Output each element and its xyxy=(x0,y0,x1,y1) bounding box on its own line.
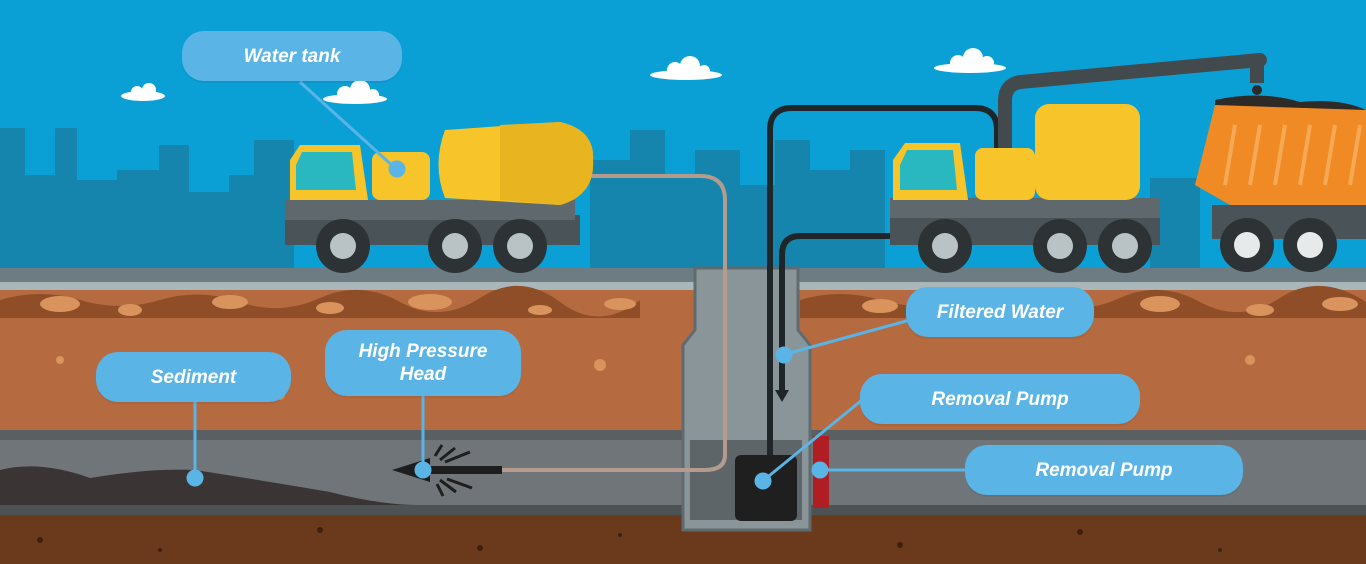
label-filtered-water: Filtered Water xyxy=(906,287,1094,337)
leader-lines xyxy=(186,80,965,490)
water-tank-truck xyxy=(285,122,594,273)
vacuum-truck xyxy=(890,104,1160,273)
label-removal-pump: Removal Pump xyxy=(860,374,1140,424)
cloud xyxy=(934,48,1006,73)
deep-soil-speckles xyxy=(37,527,1222,552)
nozzle-body xyxy=(430,466,502,474)
soil-rocks-left xyxy=(0,285,640,318)
crane-arm xyxy=(998,53,1267,187)
drip xyxy=(1252,85,1262,95)
crane-head xyxy=(1250,55,1264,83)
flow-arrow xyxy=(775,390,789,402)
sediment-pile xyxy=(0,466,420,505)
road-surface xyxy=(0,268,1366,282)
water-jets xyxy=(433,444,473,497)
label-water-tank: Water tank xyxy=(182,31,402,81)
label-removal-pump-2: Removal Pump xyxy=(965,445,1243,495)
road-base xyxy=(0,282,1366,292)
soil-pebbles xyxy=(40,294,1358,400)
label-high-pressure-head: High Pressure Head xyxy=(325,330,521,396)
clouds xyxy=(121,48,1006,104)
cloud xyxy=(650,56,722,80)
label-sediment: Sediment xyxy=(96,352,291,402)
cloud xyxy=(121,83,165,101)
dump-truck xyxy=(1195,95,1366,272)
cloud xyxy=(323,80,387,104)
water-hose xyxy=(480,174,727,472)
